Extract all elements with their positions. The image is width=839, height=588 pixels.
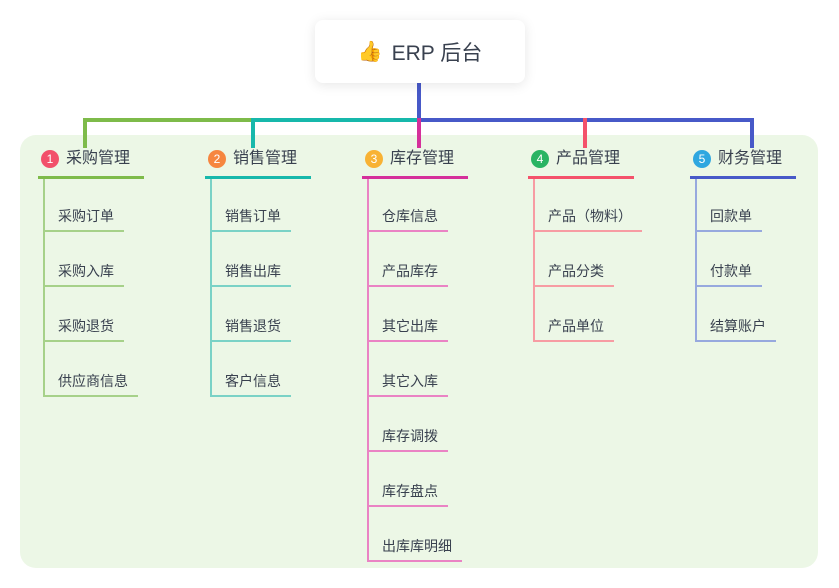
branch-children-line (210, 179, 212, 397)
branch-children-line (695, 179, 697, 342)
child-node[interactable]: 销售退货 (210, 317, 291, 342)
child-node[interactable]: 产品库存 (367, 262, 448, 287)
branch-number-badge: 5 (693, 150, 711, 168)
root-node-title: ERP 后台 (391, 41, 483, 65)
root-node[interactable]: 👍 ERP 后台 (315, 20, 525, 83)
child-node[interactable]: 采购退货 (43, 317, 124, 342)
branch-number-badge: 3 (365, 150, 383, 168)
branch-connector-drop (83, 118, 87, 148)
connector-horizontal-segment (83, 118, 253, 122)
thumbs-up-icon: 👍 (357, 40, 383, 63)
child-node[interactable]: 客户信息 (210, 372, 291, 397)
root-connector-line (417, 83, 421, 122)
child-node[interactable]: 其它入库 (367, 372, 448, 397)
branch-node-finance-management[interactable]: 5 财务管理 (690, 148, 797, 179)
branch-node-purchase-management[interactable]: 1 采购管理 (38, 148, 145, 179)
branch-children-line (533, 179, 535, 342)
branch-children-line (43, 179, 45, 397)
branch-label: 库存管理 (390, 150, 455, 167)
branch-label: 财务管理 (718, 150, 783, 167)
branch-connector-drop (251, 118, 255, 148)
child-node[interactable]: 采购入库 (43, 262, 124, 287)
branch-number-badge: 2 (208, 150, 226, 168)
child-node[interactable]: 销售订单 (210, 207, 291, 232)
child-node[interactable]: 库存盘点 (367, 482, 448, 507)
child-node[interactable]: 结算账户 (695, 317, 776, 342)
branch-node-inventory-management[interactable]: 3 库存管理 (362, 148, 469, 179)
branch-number-badge: 4 (531, 150, 549, 168)
branch-children-line (367, 179, 369, 562)
branch-label: 销售管理 (233, 150, 298, 167)
child-node[interactable]: 产品分类 (533, 262, 614, 287)
branch-connector-drop (417, 118, 421, 148)
child-node[interactable]: 其它出库 (367, 317, 448, 342)
child-node[interactable]: 产品（物料） (533, 207, 642, 232)
branch-node-product-management[interactable]: 4 产品管理 (528, 148, 635, 179)
branch-label: 采购管理 (66, 150, 131, 167)
child-node[interactable]: 出库库明细 (367, 537, 462, 562)
child-node[interactable]: 采购订单 (43, 207, 124, 232)
branch-connector-drop (750, 118, 754, 148)
mindmap-background-panel (20, 135, 818, 568)
branch-connector-drop (583, 118, 587, 148)
branch-number-badge: 1 (41, 150, 59, 168)
child-node[interactable]: 付款单 (695, 262, 762, 287)
connector-horizontal-segment (251, 118, 419, 122)
child-node[interactable]: 销售出库 (210, 262, 291, 287)
child-node[interactable]: 回款单 (695, 207, 762, 232)
child-node[interactable]: 库存调拨 (367, 427, 448, 452)
child-node[interactable]: 供应商信息 (43, 372, 138, 397)
branch-node-sales-management[interactable]: 2 销售管理 (205, 148, 312, 179)
child-node[interactable]: 产品单位 (533, 317, 614, 342)
branch-label: 产品管理 (556, 150, 621, 167)
child-node[interactable]: 仓库信息 (367, 207, 448, 232)
